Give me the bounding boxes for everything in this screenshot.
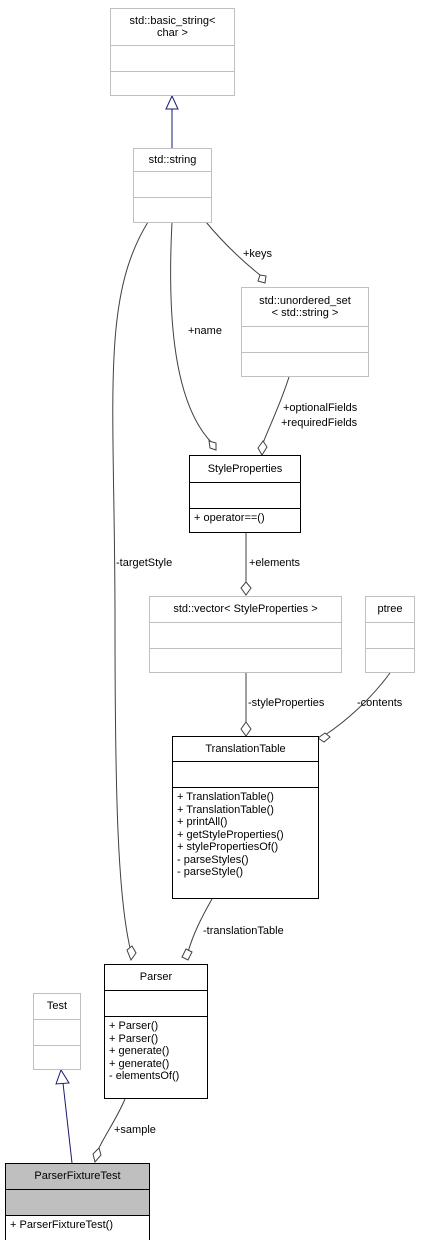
methods-section: + TranslationTable() + TranslationTable(… [173, 787, 318, 900]
method-print-all: + printAll() [177, 816, 228, 828]
methods-section: + operator==() [190, 508, 300, 534]
class-translation-table[interactable]: TranslationTable + TranslationTable() + … [172, 736, 319, 899]
methods-section [134, 197, 211, 223]
class-title: std::basic_string< char > [111, 9, 234, 45]
methods-section: + Parser() + Parser() + generate() + gen… [105, 1016, 207, 1100]
edge-sample [97, 1098, 126, 1151]
class-test[interactable]: Test [33, 993, 81, 1070]
diamond-contents [317, 732, 331, 743]
class-unordered-set[interactable]: std::unordered_set < std::string > [241, 287, 369, 377]
method-generate: + generate() [109, 1057, 170, 1070]
diamond-fields [257, 440, 268, 456]
attributes-section [366, 622, 414, 648]
attributes-section [6, 1189, 149, 1215]
class-title-line: Parser [139, 971, 173, 984]
edge-label-name: +name [188, 325, 222, 337]
class-title: std::unordered_set < std::string > [242, 288, 368, 326]
diamond-style-properties [240, 721, 252, 737]
attributes-section [150, 622, 341, 648]
class-title-line: char > [157, 27, 188, 39]
attributes-section [105, 990, 207, 1016]
method-translation-table: + TranslationTable() [177, 791, 274, 803]
method-translation-table: + TranslationTable() [177, 803, 274, 816]
class-title-line: ParserFixtureTest [34, 1170, 121, 1183]
method-parser: + Parser() [109, 1032, 159, 1045]
inheritance-fixture-test [62, 1082, 73, 1164]
attributes-section [134, 171, 211, 197]
class-ptree[interactable]: ptree [365, 596, 415, 673]
class-title: ptree [366, 597, 414, 622]
methods-section [242, 352, 368, 378]
class-title-line: Test [46, 1000, 68, 1013]
class-title-line: std::string [148, 153, 197, 166]
attributes-section [111, 45, 234, 71]
class-title: TranslationTable [173, 737, 318, 761]
attributes-section [190, 482, 300, 508]
class-vector[interactable]: std::vector< StyleProperties > [149, 596, 342, 673]
methods-section [366, 648, 414, 674]
class-title-line: std::unordered_set [259, 294, 351, 307]
edge-target-style [112, 221, 149, 953]
method-parse-style: - parseStyle() [177, 866, 244, 878]
class-title: Parser [105, 965, 207, 990]
diamond-translation-table [181, 948, 193, 961]
class-basic-string[interactable]: std::basic_string< char > [110, 8, 235, 96]
inheritance-arrowhead [165, 94, 179, 110]
class-parser[interactable]: Parser + Parser() + Parser() + generate(… [104, 964, 208, 1099]
class-title-line: ptree [377, 603, 403, 616]
class-title-line: std::vector< StyleProperties > [173, 603, 318, 616]
class-title: std::string [134, 149, 211, 171]
methods-section [34, 1045, 80, 1071]
edge-label-keys: +keys [243, 248, 273, 260]
class-parser-fixture-test[interactable]: ParserFixtureTest + ParserFixtureTest() [5, 1163, 150, 1241]
class-style-properties[interactable]: StyleProperties + operator==() [189, 455, 301, 533]
class-title: StyleProperties [190, 456, 300, 482]
edge-name [170, 221, 213, 444]
diamond-elements [240, 581, 252, 596]
edge-translation-table [187, 898, 213, 953]
edge-label-optional-fields: +optionalFields [283, 402, 358, 414]
edge-label-translation-table: -translationTable [203, 925, 284, 937]
edge-label-target-style: -targetStyle [116, 557, 173, 569]
diamond-name [208, 440, 217, 451]
method-style-properties-of: + stylePropertiesOf() [177, 841, 279, 853]
edge-label-sample: +sample [114, 1124, 156, 1136]
class-title: Test [34, 994, 80, 1019]
inheritance-arrowhead-test [55, 1068, 70, 1085]
class-title-line: < std::string > [271, 307, 339, 319]
method-elements-of: - elementsOf() [109, 1070, 180, 1082]
diamond-keys [257, 274, 267, 284]
method-parser-fixture-test: + ParserFixtureTest() [10, 1219, 113, 1231]
edge-label-contents: -contents [357, 697, 403, 709]
method-operator-eq: + operator==() [194, 512, 265, 524]
class-title-line: TranslationTable [205, 742, 286, 755]
edge-label-elements: +elements [249, 557, 301, 569]
attributes-section [242, 326, 368, 352]
methods-section: + ParserFixtureTest() [6, 1215, 149, 1241]
edge-label-required-fields: +requiredFields [281, 417, 358, 429]
class-string[interactable]: std::string [133, 148, 212, 223]
methods-section [111, 71, 234, 97]
edge-label-style-properties: -styleProperties [248, 697, 325, 709]
edge-contents [324, 672, 391, 736]
class-title-line: std::basic_string< [129, 14, 216, 27]
attributes-section [173, 761, 318, 787]
method-get-style-properties: + getStyleProperties() [177, 828, 284, 841]
methods-section [150, 648, 341, 674]
class-title: std::vector< StyleProperties > [150, 597, 341, 622]
method-parser: + Parser() [109, 1020, 159, 1032]
class-title-line: StyleProperties [207, 462, 283, 475]
method-parse-styles: - parseStyles() [177, 853, 249, 866]
attributes-section [34, 1019, 80, 1045]
diamond-target-style [126, 945, 137, 962]
edge-fields [262, 376, 290, 444]
class-title: ParserFixtureTest [6, 1164, 149, 1189]
diamond-sample [92, 1147, 102, 1164]
method-generate: + generate() [109, 1045, 170, 1057]
edge-keys [205, 221, 261, 276]
